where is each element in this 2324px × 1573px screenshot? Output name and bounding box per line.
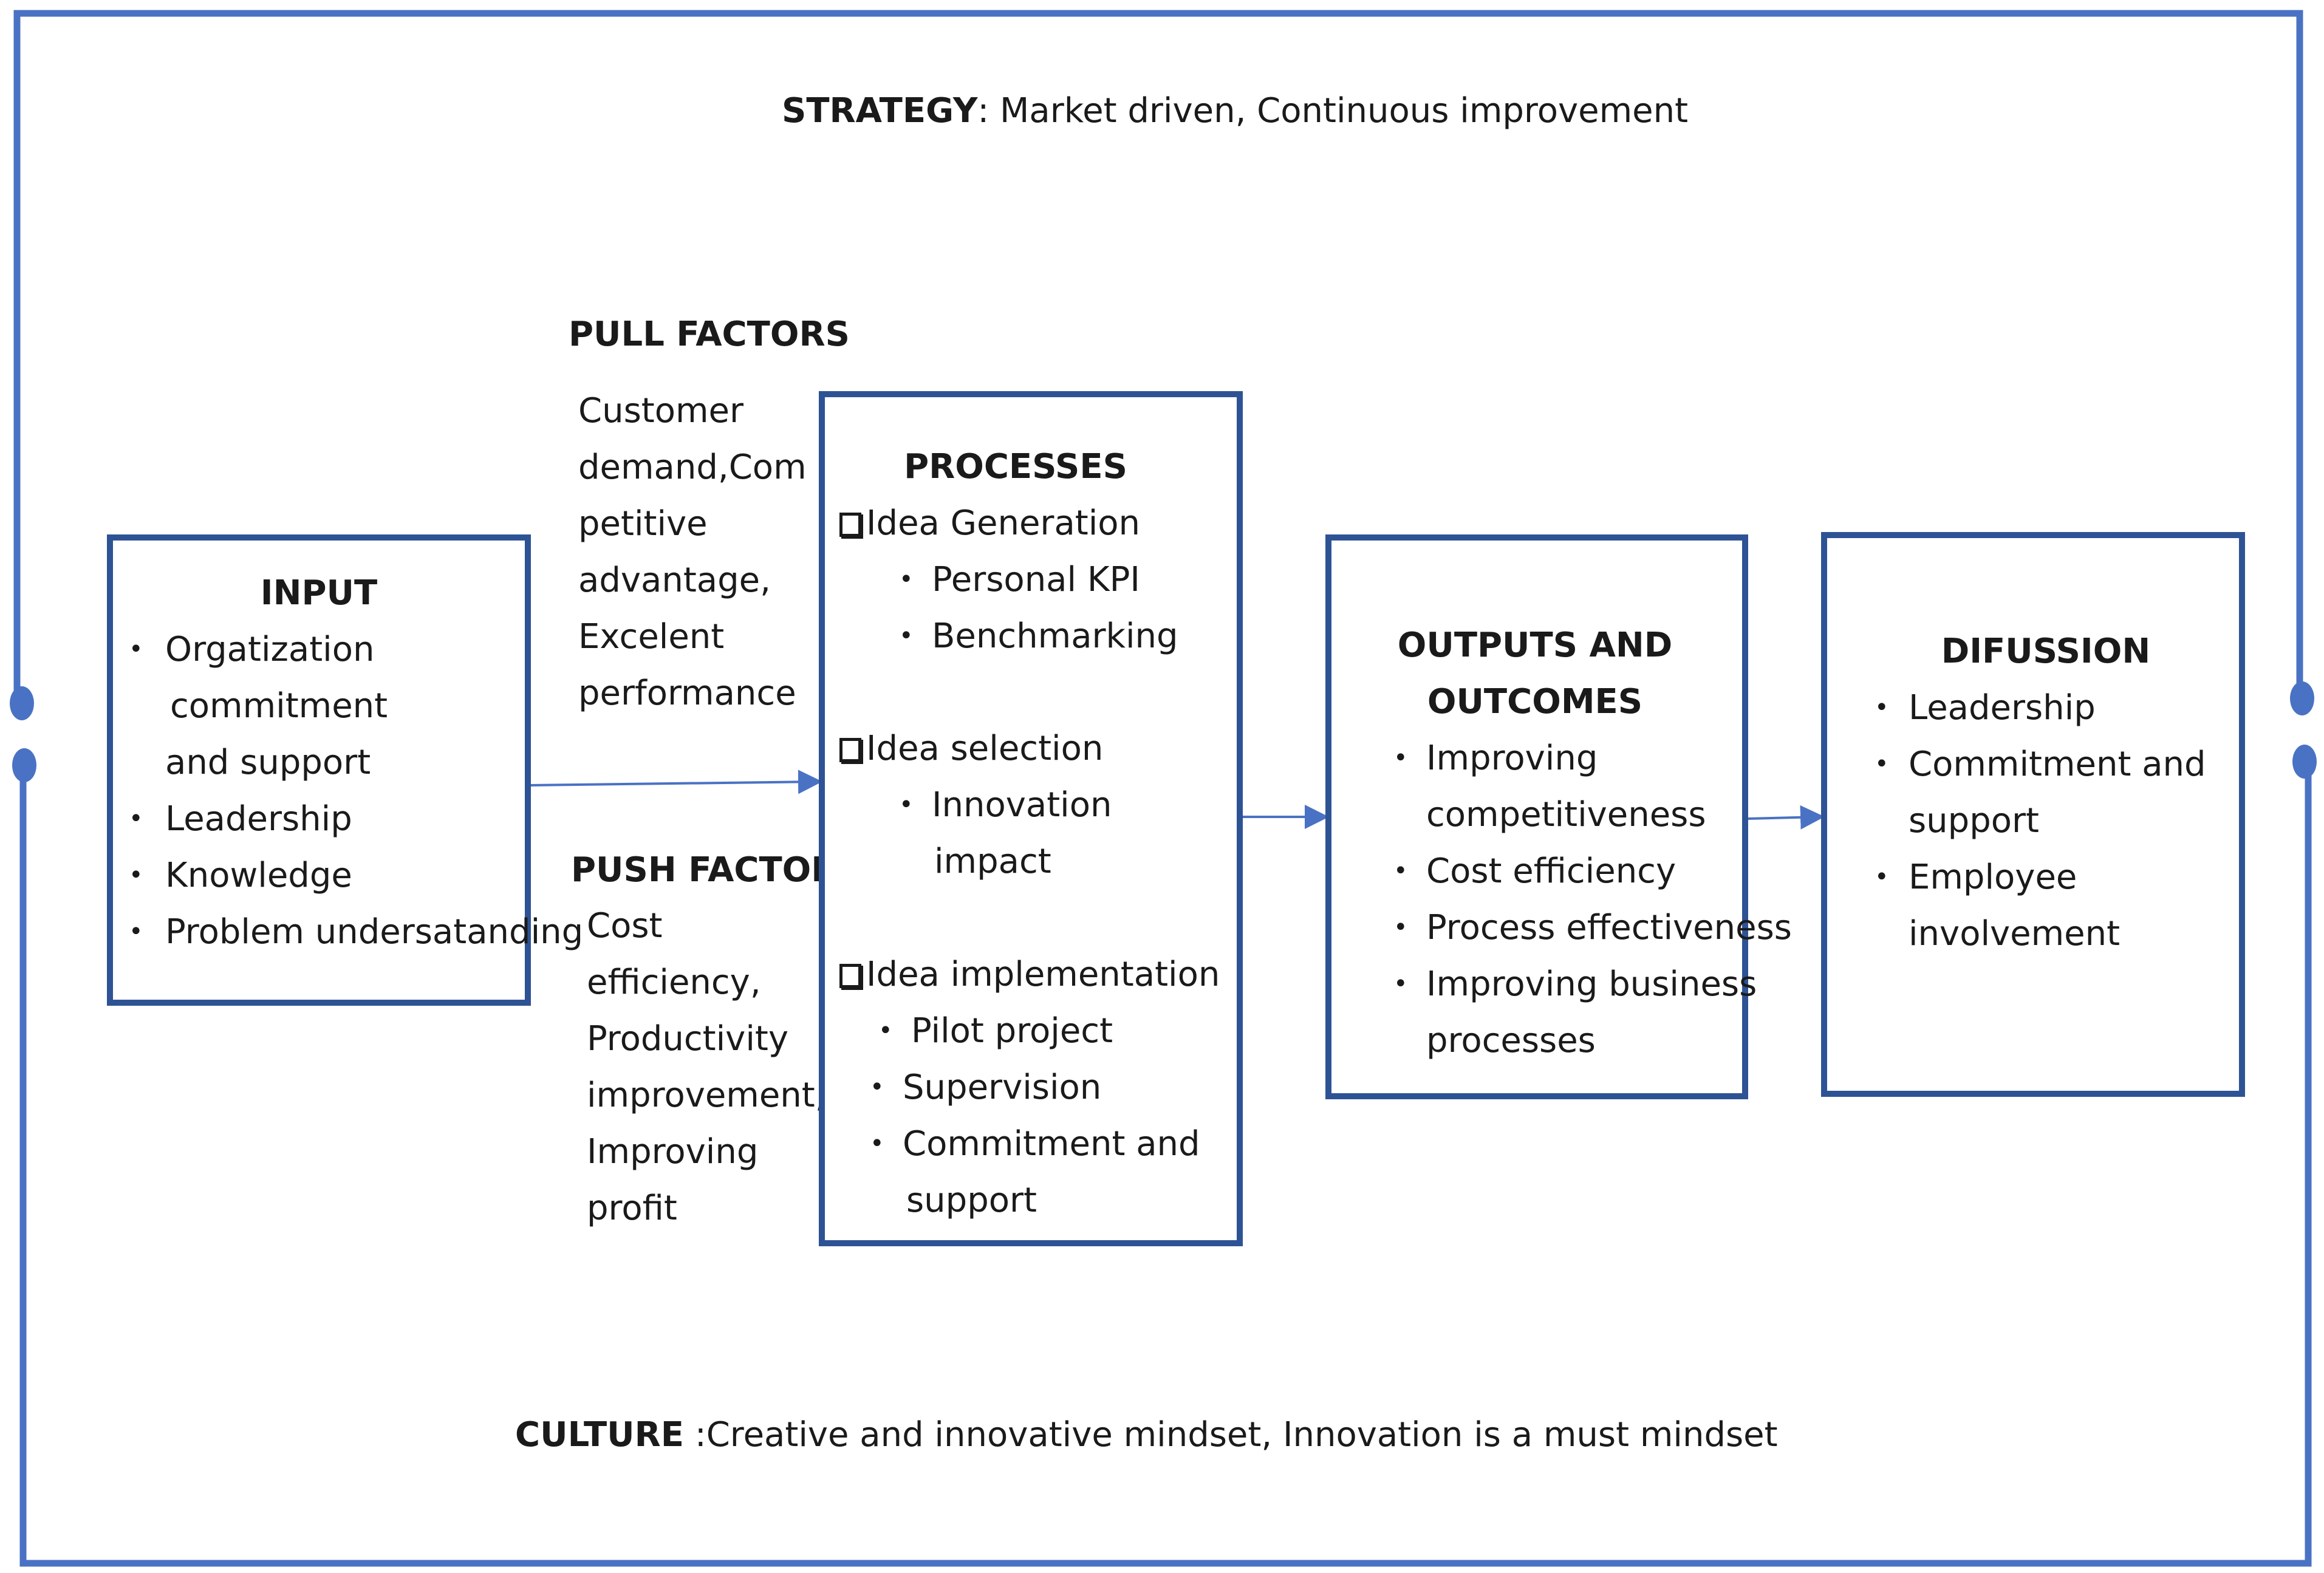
frame-knob-right-top — [2290, 681, 2314, 715]
process-group-idea-generation: Idea Generation — [839, 495, 1140, 551]
processes-box: PROCESSES Idea Generation • Personal KPI… — [819, 391, 1243, 1246]
checkbox-square-icon — [839, 964, 861, 988]
outputs-title-line-2: OUTCOMES — [1427, 682, 1643, 722]
push-factors-title: PUSH FACTORS — [571, 850, 862, 890]
process-group-idea-selection: Idea selection — [839, 720, 1103, 777]
process-item: Benchmarking — [932, 616, 1178, 656]
bullet-icon: • — [1393, 970, 1408, 998]
culture-description: :Creative and innovative mindset, Innova… — [684, 1415, 1778, 1455]
input-item: • Problem undersatanding — [129, 912, 584, 952]
bullet-icon: • — [1393, 857, 1408, 885]
difussion-title: DIFUSSION — [1941, 632, 2151, 671]
strategy-text: STRATEGY: Market driven, Continuous impr… — [782, 83, 1688, 139]
input-title: INPUT — [260, 573, 378, 613]
push-factors-text: Cost efficiency, Productivity improvemen… — [587, 898, 826, 1237]
culture-text: CULTURE :Creative and innovative mindset… — [515, 1407, 1778, 1463]
arrow-outputs-to-difussion — [1747, 805, 1825, 830]
outputs-title-line-1: OUTPUTS AND — [1397, 626, 1673, 665]
strategy-label: STRATEGY — [782, 91, 978, 131]
push-line: improvement, — [587, 1076, 826, 1115]
difussion-item-continued: support — [1909, 801, 2040, 841]
processes-title: PROCESSES — [904, 447, 1127, 486]
process-item: Personal KPI — [932, 560, 1140, 599]
bullet-icon: • — [1393, 744, 1408, 772]
input-box: INPUT • Orgatization commitment and supp… — [107, 534, 584, 1006]
input-item-continued: commitment — [170, 686, 388, 726]
pull-line: Customer — [578, 391, 744, 431]
output-item: Improving business — [1426, 964, 1757, 1004]
process-item-continued: support — [906, 1181, 1037, 1220]
input-item: • Orgatization — [129, 630, 375, 669]
bullet-icon: • — [1875, 750, 1889, 778]
bullet-icon: • — [899, 622, 914, 650]
process-item: Supervision — [903, 1068, 1102, 1107]
output-item-continued: competitiveness — [1426, 795, 1706, 834]
push-line: efficiency, — [587, 963, 761, 1002]
output-item: Process effectiveness — [1426, 908, 1792, 947]
process-item: Pilot project — [911, 1011, 1113, 1051]
push-line: Improving — [587, 1132, 759, 1172]
pull-line: demand,Com — [578, 448, 807, 487]
input-item: • Knowledge — [129, 856, 352, 895]
process-item-continued: impact — [934, 842, 1051, 881]
input-item: • Leadership — [129, 799, 352, 839]
bullet-icon: • — [1875, 863, 1889, 891]
difussion-item: Leadership — [1909, 688, 2096, 728]
process-group-idea-implementation: Idea implementation — [839, 946, 1220, 1003]
bullet-icon: • — [870, 1073, 884, 1101]
checkbox-square-icon — [839, 738, 861, 762]
bullet-icon: • — [899, 565, 914, 593]
pull-line: advantage, — [578, 561, 771, 600]
frame-knob-right-bottom — [2292, 745, 2317, 779]
process-item: Innovation — [932, 785, 1112, 825]
push-line: Cost — [587, 906, 663, 946]
arrow-input-to-processes — [529, 769, 822, 794]
difussion-box: DIFUSSION • Leadership • Commitment and … — [1821, 532, 2245, 1097]
bullet-icon: • — [870, 1130, 884, 1158]
culture-label: CULTURE — [515, 1415, 685, 1455]
push-line: Productivity — [587, 1019, 788, 1059]
process-item: Commitment and — [903, 1124, 1200, 1164]
frame-knob-left-bottom — [12, 748, 36, 782]
input-list: • Orgatization commitment and support • … — [113, 621, 584, 960]
strategy-frame-line — [13, 10, 2303, 700]
output-item: Improving — [1426, 739, 1598, 778]
bullet-icon: • — [1875, 694, 1889, 722]
pull-line: performance — [578, 674, 796, 713]
frame-knob-left-top — [10, 686, 34, 720]
strategy-description: : Market driven, Continuous improvement — [977, 91, 1689, 131]
pull-line: petitive — [578, 504, 708, 544]
bullet-icon: • — [878, 1017, 893, 1045]
input-item-continued: and support — [165, 743, 371, 782]
difussion-item-continued: involvement — [1909, 914, 2121, 954]
output-item: Cost efficiency — [1426, 851, 1676, 891]
culture-frame-line — [19, 764, 2312, 1567]
outputs-box: OUTPUTS AND OUTCOMES • Improving competi… — [1325, 534, 1792, 1099]
pull-factors-title: PULL FACTORS — [569, 315, 850, 354]
bullet-icon: • — [1393, 913, 1408, 941]
pull-factors-text: Customer demand,Com petitive advantage, … — [578, 383, 807, 722]
difussion-item: Employee — [1909, 858, 2077, 897]
difussion-item: Commitment and — [1909, 745, 2206, 784]
output-item-continued: processes — [1426, 1021, 1596, 1060]
checkbox-square-icon — [839, 513, 861, 537]
pull-line: Excelent — [578, 617, 725, 657]
bullet-icon: • — [899, 791, 914, 819]
push-line: profit — [587, 1189, 677, 1228]
